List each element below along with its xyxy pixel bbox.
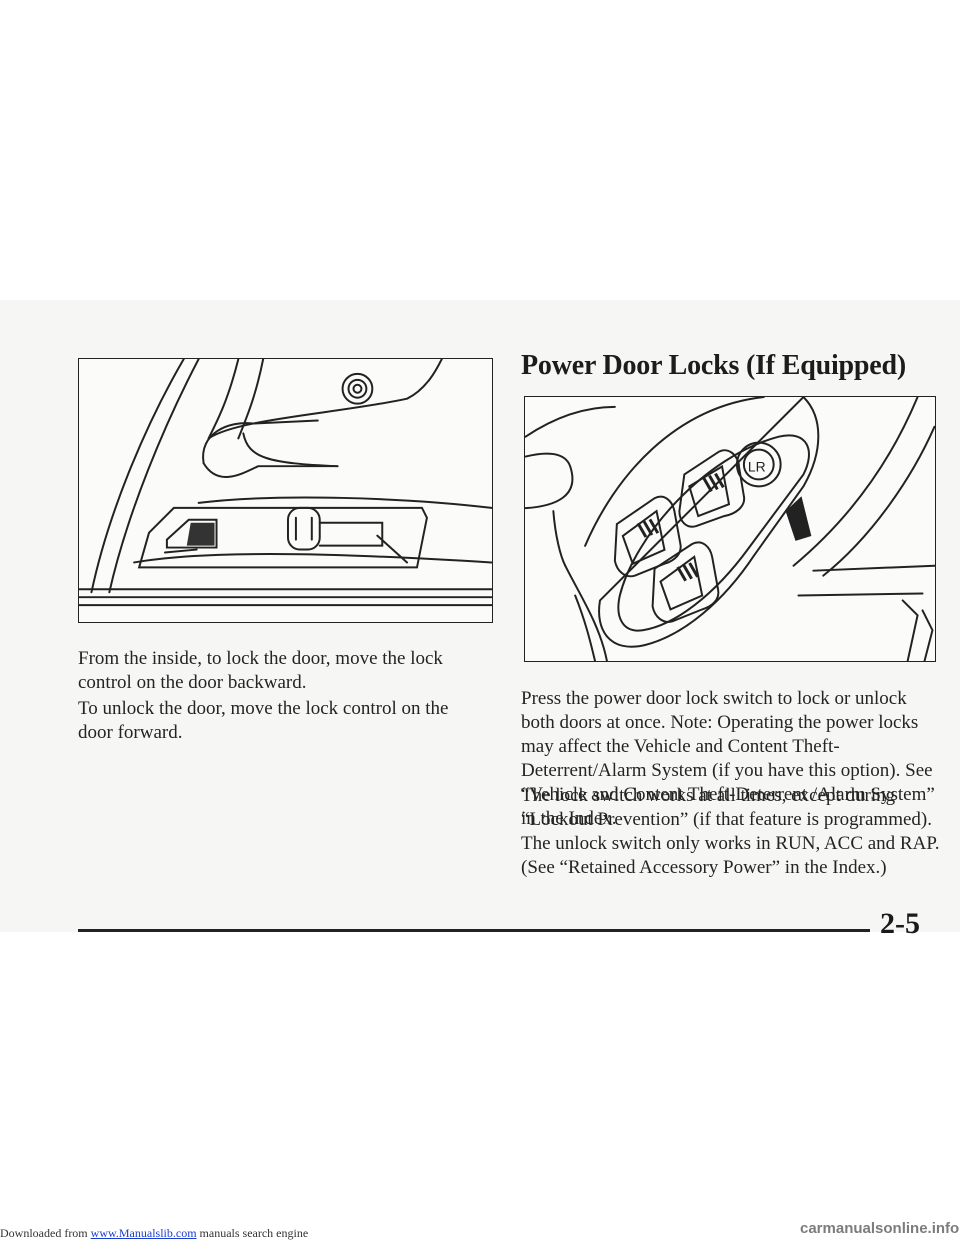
footer-prefix: Downloaded from xyxy=(0,1226,91,1240)
page-number: 2-5 xyxy=(880,907,920,940)
unlock-instruction-paragraph: To unlock the door, move the lock contro… xyxy=(78,698,449,743)
section-heading: Power Door Locks (If Equipped) xyxy=(521,350,907,381)
watermark-text: carmanualsonline.info xyxy=(800,1220,960,1237)
lock-switch-paragraph: The lock switch works at all times, exce… xyxy=(521,785,940,878)
power-lock-switch-illustration: LR xyxy=(524,396,936,662)
download-footer: Downloaded from www.Manualslib.com manua… xyxy=(0,1226,308,1240)
manualslib-link[interactable]: www.Manualslib.com xyxy=(90,1226,197,1240)
footer-rule xyxy=(78,929,870,932)
door-lock-control-illustration xyxy=(78,358,493,623)
lock-instruction-paragraph: From the inside, to lock the door, move … xyxy=(78,648,443,693)
footer-suffix: manuals search engine xyxy=(196,1226,309,1240)
switch-label: LR xyxy=(748,458,766,474)
power-lock-paragraph: Press the power door lock switch to lock… xyxy=(521,688,935,829)
